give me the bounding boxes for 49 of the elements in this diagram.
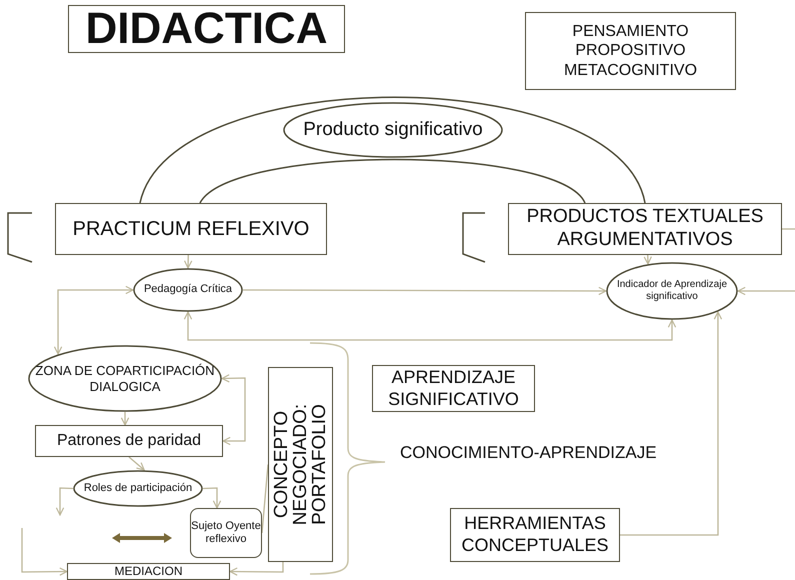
label-text: CONOCIMIENTO-APRENDIZAJE <box>400 442 657 464</box>
concept-box <box>450 508 620 562</box>
node-text: HERRAMIENTAS CONCEPTUALES <box>460 513 610 557</box>
concept-ellipse <box>28 345 222 412</box>
node-text: MEDIACION <box>114 564 182 579</box>
node-text: Producto significativo <box>303 118 483 142</box>
arrow <box>221 374 246 446</box>
arrow <box>644 254 652 265</box>
connector-line <box>199 158 586 204</box>
node-text: Patrones de paridad <box>56 431 202 451</box>
node-text: Pedagogía Crítica <box>144 283 232 297</box>
concept-ellipse <box>283 102 503 158</box>
arrow <box>620 311 722 536</box>
arrow <box>243 286 607 296</box>
arrow <box>737 286 795 296</box>
arrow <box>120 412 130 426</box>
node-text: APRENDIZAJE SIGNIFICATIVO <box>387 366 520 410</box>
arrow <box>54 286 134 355</box>
concept-box <box>67 563 230 580</box>
node-text: PENSAMIENTO PROPOSITIVO METACOGNITIVO <box>562 22 698 80</box>
arrow <box>56 487 74 516</box>
node-text: Roles de participación <box>84 482 192 496</box>
concept-box <box>68 5 345 53</box>
concept-box <box>508 203 782 255</box>
arrow <box>128 456 145 471</box>
arrow <box>184 311 676 341</box>
node-text: Indicador de Aprendizaje significativo <box>616 279 728 303</box>
node-text: PRODUCTOS TEXTUALES ARGUMENTATIVOS <box>526 206 764 252</box>
arrow <box>202 487 222 509</box>
concept-box <box>372 365 535 412</box>
node-text: Sujeto Oyente reflexivo <box>191 520 261 546</box>
connector-line <box>261 464 269 534</box>
concept-ellipse <box>133 268 243 312</box>
connector-line <box>139 96 646 204</box>
connector-line <box>782 228 795 230</box>
concept-ellipse <box>606 262 738 320</box>
arrow <box>184 254 192 269</box>
node-text: CONCEPTO NEGOCIADO: PORTAFOLIO <box>272 402 329 528</box>
node-text: ZONA DE COPARTICIPACIÓN DIALOGICA <box>34 362 216 394</box>
node-text: PRACTICUM REFLEXIVO <box>72 217 310 241</box>
vertical-box <box>268 367 333 562</box>
concept-box <box>35 425 223 457</box>
concept-box <box>525 12 736 90</box>
concept-box <box>190 508 262 558</box>
node-text: DIDACTICA <box>86 2 328 55</box>
concept-box <box>55 203 327 255</box>
concept-ellipse <box>73 470 203 507</box>
arrow <box>21 528 68 576</box>
arrow <box>229 562 284 576</box>
